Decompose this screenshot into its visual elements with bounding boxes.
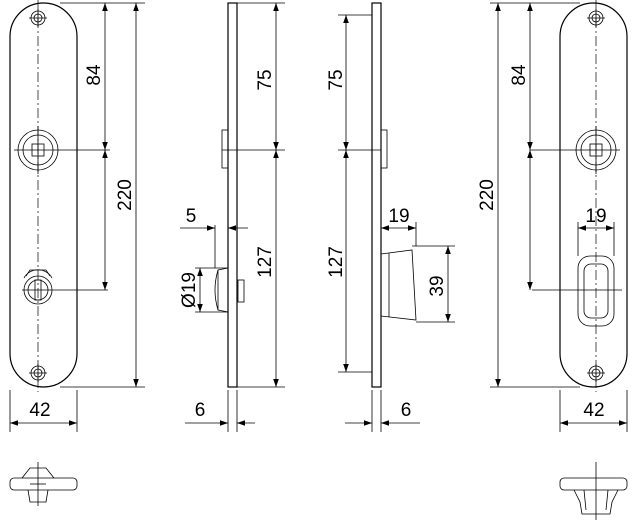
dim-42-left: 42 [29,400,50,421]
handle-hole-icon [530,126,620,174]
top-view-left [9,462,78,506]
screw-icon [587,9,605,27]
backplate-right [559,2,628,388]
side-view-left: 75 127 5 Ø19 6 [179,2,285,432]
dim-6-left: 6 [195,400,206,421]
dim-220-left: 220 [115,179,136,211]
dim-127-right: 127 [326,246,347,278]
side-view-right: 75 127 19 39 6 [326,2,455,432]
dim-diameter-19: Ø19 [179,272,200,308]
dim-127-left: 127 [255,246,276,278]
dim-6-right: 6 [401,400,412,421]
plate-profile-left [227,2,238,388]
handle-hole-icon [14,126,110,174]
dim-220-right: 220 [477,179,498,211]
knob-profile [214,267,229,313]
dim-5: 5 [186,206,197,227]
dim-84-right: 84 [509,64,530,86]
dim-75-left: 75 [255,69,276,90]
screw-icon [587,364,605,382]
dim-84-left: 84 [84,64,105,86]
plate-profile-right [371,2,382,388]
backplate-left [9,2,78,388]
dim-19-width: 19 [585,206,606,227]
front-view-left: 84 220 42 [9,0,145,432]
rosette-profile [380,249,417,321]
dim-75-right: 75 [326,69,347,90]
top-view-right [559,462,628,520]
dim-39: 39 [427,275,448,296]
front-view-right: 84 220 19 42 [477,0,628,432]
turn-knob-icon [22,269,108,305]
screw-icon [29,9,47,27]
emergency-release-icon [532,222,622,327]
screw-icon [29,364,47,382]
dim-19-depth: 19 [388,206,409,227]
dim-42-right: 42 [583,400,604,421]
